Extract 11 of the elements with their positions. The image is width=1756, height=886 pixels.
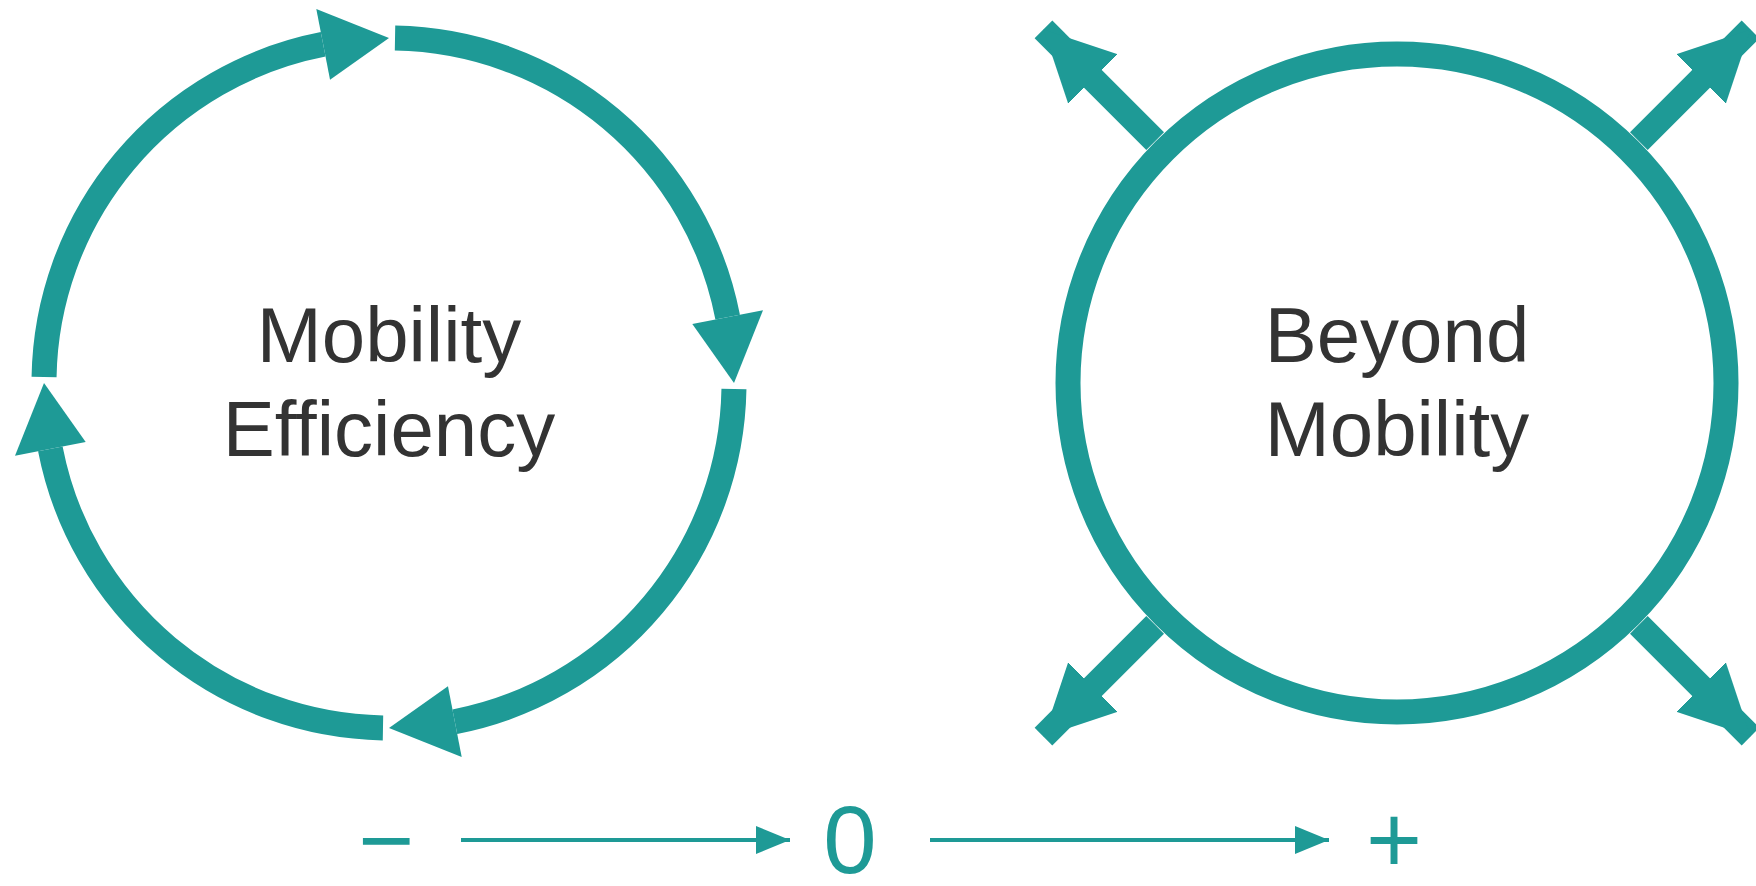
arrow (1630, 616, 1756, 746)
arrow (461, 826, 790, 854)
circle-label: Mobility Efficiency (221, 290, 557, 475)
arrow (1034, 20, 1164, 150)
scale-symbol: 0 (823, 792, 877, 886)
arrow (1034, 616, 1164, 746)
circle-label: Beyond Mobility (1263, 290, 1531, 475)
scale-symbol: + (1365, 792, 1423, 886)
arrow (930, 826, 1329, 854)
arrow (1630, 20, 1756, 150)
scale-symbol: − (357, 792, 415, 886)
